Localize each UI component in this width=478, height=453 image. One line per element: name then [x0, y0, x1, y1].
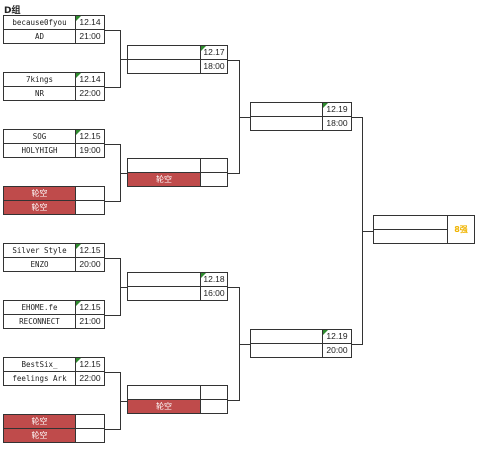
- team-a-slot: SOG: [3, 129, 76, 144]
- connector-line: [239, 117, 250, 118]
- match-time: 20:00: [75, 257, 105, 272]
- match-date: 12.18: [200, 272, 228, 287]
- match-date: [75, 414, 105, 429]
- team-a-slot: 7kings: [3, 72, 76, 87]
- connector-line: [120, 173, 127, 174]
- team-b-slot: [250, 343, 323, 358]
- connector-line: [105, 315, 120, 316]
- team-a-slot: [250, 102, 323, 117]
- connector-line: [352, 344, 362, 345]
- top8-label: 8强: [447, 215, 475, 244]
- team-b-slot: [127, 286, 201, 301]
- empty-slot: [127, 385, 201, 400]
- final-team-b: [373, 229, 448, 244]
- match-date: 12.14: [75, 72, 105, 87]
- connector-line: [105, 372, 120, 373]
- match-time: 22:00: [75, 371, 105, 386]
- connector-line: [105, 258, 120, 259]
- match-time: [200, 399, 228, 414]
- team-b-slot: ENZO: [3, 257, 76, 272]
- connector-line: [228, 173, 239, 174]
- match-time: 20:00: [322, 343, 352, 358]
- team-b-slot: [250, 116, 323, 131]
- match-time: 19:00: [75, 143, 105, 158]
- team-a-slot: [250, 329, 323, 344]
- connector-line: [352, 117, 362, 118]
- team-a-slot: 轮空: [3, 414, 76, 429]
- final-team-a: [373, 215, 448, 230]
- team-a-slot: EHOME.fe: [3, 300, 76, 315]
- match-date: [200, 385, 228, 400]
- team-a-slot: [127, 272, 201, 287]
- match-time: 21:00: [75, 314, 105, 329]
- match-time: 16:00: [200, 286, 228, 301]
- connector-line: [105, 429, 120, 430]
- match-date: 12.19: [322, 102, 352, 117]
- bye-slot: 轮空: [127, 399, 201, 414]
- team-b-slot: AD: [3, 29, 76, 44]
- team-b-slot: NR: [3, 86, 76, 101]
- team-b-slot: 轮空: [3, 428, 76, 443]
- connector-line: [239, 344, 250, 345]
- connector-line: [105, 144, 120, 145]
- team-b-slot: [127, 59, 201, 74]
- team-a-slot: because0fyou: [3, 15, 76, 30]
- connector-line: [120, 287, 127, 288]
- group-title: D组: [4, 6, 21, 16]
- connector-line: [228, 60, 239, 61]
- match-time: 18:00: [200, 59, 228, 74]
- team-b-slot: RECONNECT: [3, 314, 76, 329]
- match-date: 12.14: [75, 15, 105, 30]
- empty-slot: [127, 158, 201, 173]
- match-date: 12.17: [200, 45, 228, 60]
- connector-line: [228, 287, 239, 288]
- match-date: [75, 186, 105, 201]
- connector-line: [105, 30, 120, 31]
- match-date: 12.15: [75, 357, 105, 372]
- match-date: [200, 158, 228, 173]
- team-a-slot: 轮空: [3, 186, 76, 201]
- match-time: [75, 428, 105, 443]
- team-b-slot: HOLYHIGH: [3, 143, 76, 158]
- connector-line: [120, 59, 127, 60]
- match-date: 12.15: [75, 300, 105, 315]
- bye-slot: 轮空: [127, 172, 201, 187]
- team-a-slot: Silver Style: [3, 243, 76, 258]
- match-time: [75, 200, 105, 215]
- match-time: 18:00: [322, 116, 352, 131]
- match-date: 12.15: [75, 129, 105, 144]
- match-time: 21:00: [75, 29, 105, 44]
- connector-line: [362, 231, 373, 232]
- match-date: 12.19: [322, 329, 352, 344]
- connector-line: [120, 401, 127, 402]
- match-time: [200, 172, 228, 187]
- connector-line: [105, 87, 120, 88]
- team-b-slot: feelings Ark: [3, 371, 76, 386]
- connector-line: [105, 201, 120, 202]
- team-b-slot: 轮空: [3, 200, 76, 215]
- team-a-slot: [127, 45, 201, 60]
- match-time: 22:00: [75, 86, 105, 101]
- connector-line: [228, 400, 239, 401]
- team-a-slot: BestSix_: [3, 357, 76, 372]
- match-date: 12.15: [75, 243, 105, 258]
